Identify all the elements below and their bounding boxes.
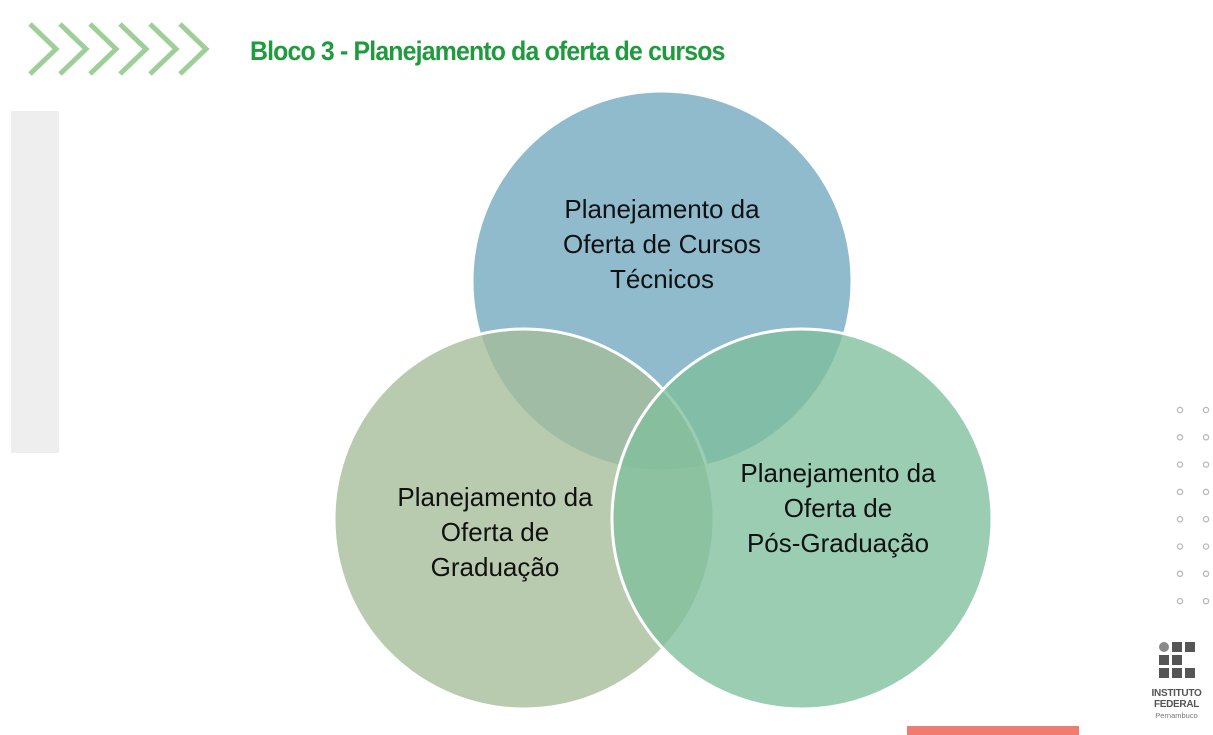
label-pos-graduacao-line-3: Pós-Graduação: [746, 528, 930, 558]
label-graduacao-line-1: Planejamento da: [397, 482, 593, 512]
bottom-accent-bar: [907, 726, 1079, 735]
slide-title: Bloco 3 - Planejamento da oferta de curs…: [250, 36, 725, 66]
decorative-dot: [1176, 543, 1184, 550]
decorative-dot: [1202, 515, 1210, 523]
chevron-icon: [58, 22, 90, 76]
logo-grid-icon: [1159, 642, 1195, 678]
label-graduacao: Planejamento da Oferta de Graduação: [345, 480, 645, 585]
label-tecnicos-line-3: Técnicos: [609, 264, 715, 294]
logo-text-federal: FEDERAL: [1153, 699, 1200, 710]
decorative-dot: [1202, 406, 1210, 414]
label-tecnicos-line-1: Planejamento da: [564, 194, 760, 224]
label-graduacao-line-2: Oferta de: [440, 517, 550, 547]
chevron-icon: [178, 22, 210, 76]
chevron-icon: [28, 22, 60, 76]
logo-text-pernambuco: Pernambuco: [1155, 711, 1198, 720]
venn-circle-pos-graduacao: [610, 327, 994, 711]
decorative-dot: [1202, 461, 1210, 468]
label-graduacao-line-3: Graduação: [430, 552, 560, 582]
decorative-dot: [1202, 488, 1210, 496]
label-pos-graduacao-line-1: Planejamento da: [740, 458, 936, 488]
label-tecnicos-line-2: Oferta de Cursos: [563, 229, 761, 259]
decorative-dot: [1202, 597, 1210, 605]
decorative-dot: [1202, 434, 1210, 441]
dot-grid-decoration: [1176, 406, 1210, 605]
institute-logo: INSTITUTO FEDERAL Pernambuco: [1140, 636, 1213, 735]
chevrons-decoration: [28, 22, 210, 76]
decorative-dot: [1176, 597, 1184, 605]
chevron-icon: [88, 22, 120, 76]
side-bar-decoration: [11, 111, 59, 453]
decorative-dot: [1176, 434, 1184, 441]
chevron-icon: [148, 22, 180, 76]
decorative-dot: [1202, 543, 1210, 550]
label-pos-graduacao-line-2: Oferta de: [783, 493, 893, 523]
decorative-dot: [1176, 570, 1184, 578]
chevron-icon: [118, 22, 150, 76]
decorative-dot: [1176, 488, 1184, 496]
label-pos-graduacao: Planejamento da Oferta de Pós-Graduação: [688, 456, 988, 561]
decorative-dot: [1176, 515, 1184, 523]
decorative-dot: [1176, 406, 1184, 414]
decorative-dot: [1202, 570, 1210, 578]
decorative-dot: [1176, 461, 1184, 468]
logo-text-instituto: INSTITUTO: [1151, 688, 1202, 699]
label-tecnicos: Planejamento da Oferta de Cursos Técnico…: [512, 192, 812, 297]
